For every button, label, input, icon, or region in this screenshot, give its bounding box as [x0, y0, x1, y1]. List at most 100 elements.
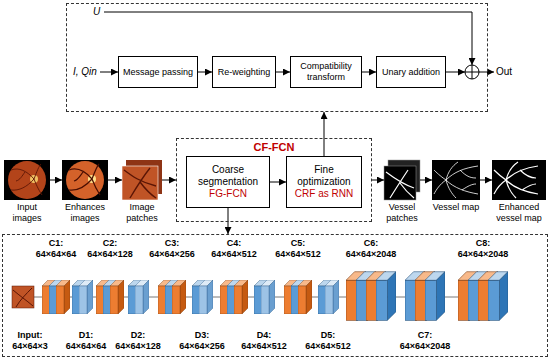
enhanced-vessel-map-picture [492, 160, 546, 200]
image-caption: Enhanced vessel map [492, 202, 546, 224]
layer-size-label: C5: 64×64×512 [271, 238, 325, 260]
layer-size-label: C8: 64×64×2048 [456, 238, 510, 260]
flow-arrow [324, 112, 325, 156]
flow-arrow [50, 180, 62, 181]
flow-arrow [198, 72, 212, 73]
image-panel: Vessel patches [384, 160, 420, 224]
layer-size-label: C4: 64×64×512 [207, 238, 261, 260]
process-box: Re-weighting [212, 56, 276, 88]
enhanced-fundus-photo [66, 161, 104, 199]
enhanced-fundus-photo [69, 164, 100, 195]
process-box: Unary addition [376, 56, 446, 88]
vessel-map-picture [432, 160, 480, 200]
fundus-photo [4, 160, 50, 200]
network-layers [12, 286, 34, 308]
flow-arrow [372, 180, 384, 181]
network-layers [199, 280, 213, 314]
layer-size-label: D4: 64×64×512 [237, 330, 291, 352]
signal-line [100, 72, 118, 73]
signal-name: I, Qin [73, 66, 97, 78]
image-caption: Enhances images [62, 202, 108, 224]
image-caption: Vessel map [432, 202, 480, 213]
network-layers [298, 280, 312, 314]
flow-arrow [480, 180, 492, 181]
box-label: CRF as RNN [295, 188, 353, 200]
layer-size-label: D1: 64×64×64 [59, 330, 113, 352]
panel-title: CF-FCN [177, 141, 371, 154]
network-layers [12, 272, 508, 321]
output-label: Out [496, 66, 512, 78]
fundus-photo [11, 164, 42, 195]
box-label: Fine optimization [290, 164, 358, 188]
sum-symbol [465, 65, 479, 79]
network-layers [56, 280, 70, 314]
vessel-map-picture [432, 160, 480, 200]
enhanced-fundus-photo [62, 160, 108, 200]
enhanced-vessel-map-picture [494, 162, 538, 198]
process-box: Compatibility transform [290, 56, 362, 88]
box-label: Coarse segmentation [190, 164, 266, 188]
sum-symbol [465, 65, 479, 79]
network-layers [234, 280, 248, 314]
process-box: Message passing [118, 56, 198, 88]
signal-line [446, 72, 465, 73]
flow-arrow [162, 180, 176, 181]
layer-size-label: C3: 64×64×256 [145, 238, 199, 260]
image-caption: Vessel patches [384, 202, 420, 224]
box-label: FG-FCN [209, 188, 247, 200]
image-patch-picture [122, 160, 162, 200]
cf-fcn-panel: Coarse segmentationFG-FCN Fine optimizati… [176, 138, 372, 222]
layer-size-label: C2: 64×64×128 [83, 238, 137, 260]
image-patch-picture [122, 166, 158, 200]
network-layers [135, 280, 149, 314]
image-caption: Input images [4, 202, 50, 224]
box-label: Compatibility transform [294, 61, 358, 83]
layer-size-label: D2: 64×64×128 [111, 330, 165, 352]
flow-arrow [228, 208, 229, 234]
layer-size-label: C7: 64×64×2048 [398, 330, 452, 352]
signal-name: U [93, 6, 100, 18]
network-layers [261, 280, 275, 314]
network-layers [172, 280, 186, 314]
network-layers [110, 280, 124, 314]
image-panel: Input images [4, 160, 50, 224]
vessel-patch-picture [384, 160, 420, 200]
layer-size-label: D5: 64×64×512 [301, 330, 355, 352]
crf-detail-panel: Message passing Re-weighting Compatibility… [66, 3, 488, 112]
process-box: Fine optimizationCRF as RNN [286, 156, 362, 208]
image-panel: Enhanced vessel map [492, 160, 546, 224]
layer-size-label: Input: 64×64×3 [3, 330, 57, 352]
network-layers [325, 280, 339, 314]
enhanced-fundus-photo [62, 160, 108, 200]
flow-arrow [420, 180, 432, 181]
fundus-photo [4, 160, 50, 200]
flow-arrow [270, 182, 286, 183]
fundus-photo [8, 161, 46, 199]
network-layers [376, 272, 396, 321]
flow-arrow [108, 180, 122, 181]
network-layers [79, 280, 93, 314]
enhanced-vessel-map-picture [492, 160, 546, 200]
image-panel: Image patches [122, 160, 162, 224]
vessel-map-picture [434, 162, 478, 198]
image-caption: Image patches [122, 202, 162, 224]
vessel-patch-picture [384, 166, 416, 200]
flow-arrow [362, 72, 376, 73]
process-box: Coarse segmentationFG-FCN [186, 156, 270, 208]
box-label: Unary addition [382, 67, 440, 78]
network-layers [425, 272, 445, 321]
flow-arrow [276, 72, 290, 73]
network-layers [488, 272, 508, 321]
image-panel: Vessel map [432, 160, 480, 213]
vessel-patch-picture [386, 170, 414, 198]
signal-line [479, 72, 494, 73]
layer-size-label: D3: 64×64×256 [175, 330, 229, 352]
layer-size-label: C6: 64×64×2048 [344, 238, 398, 260]
box-label: Re-weighting [218, 67, 271, 78]
image-patch-picture [124, 168, 156, 198]
